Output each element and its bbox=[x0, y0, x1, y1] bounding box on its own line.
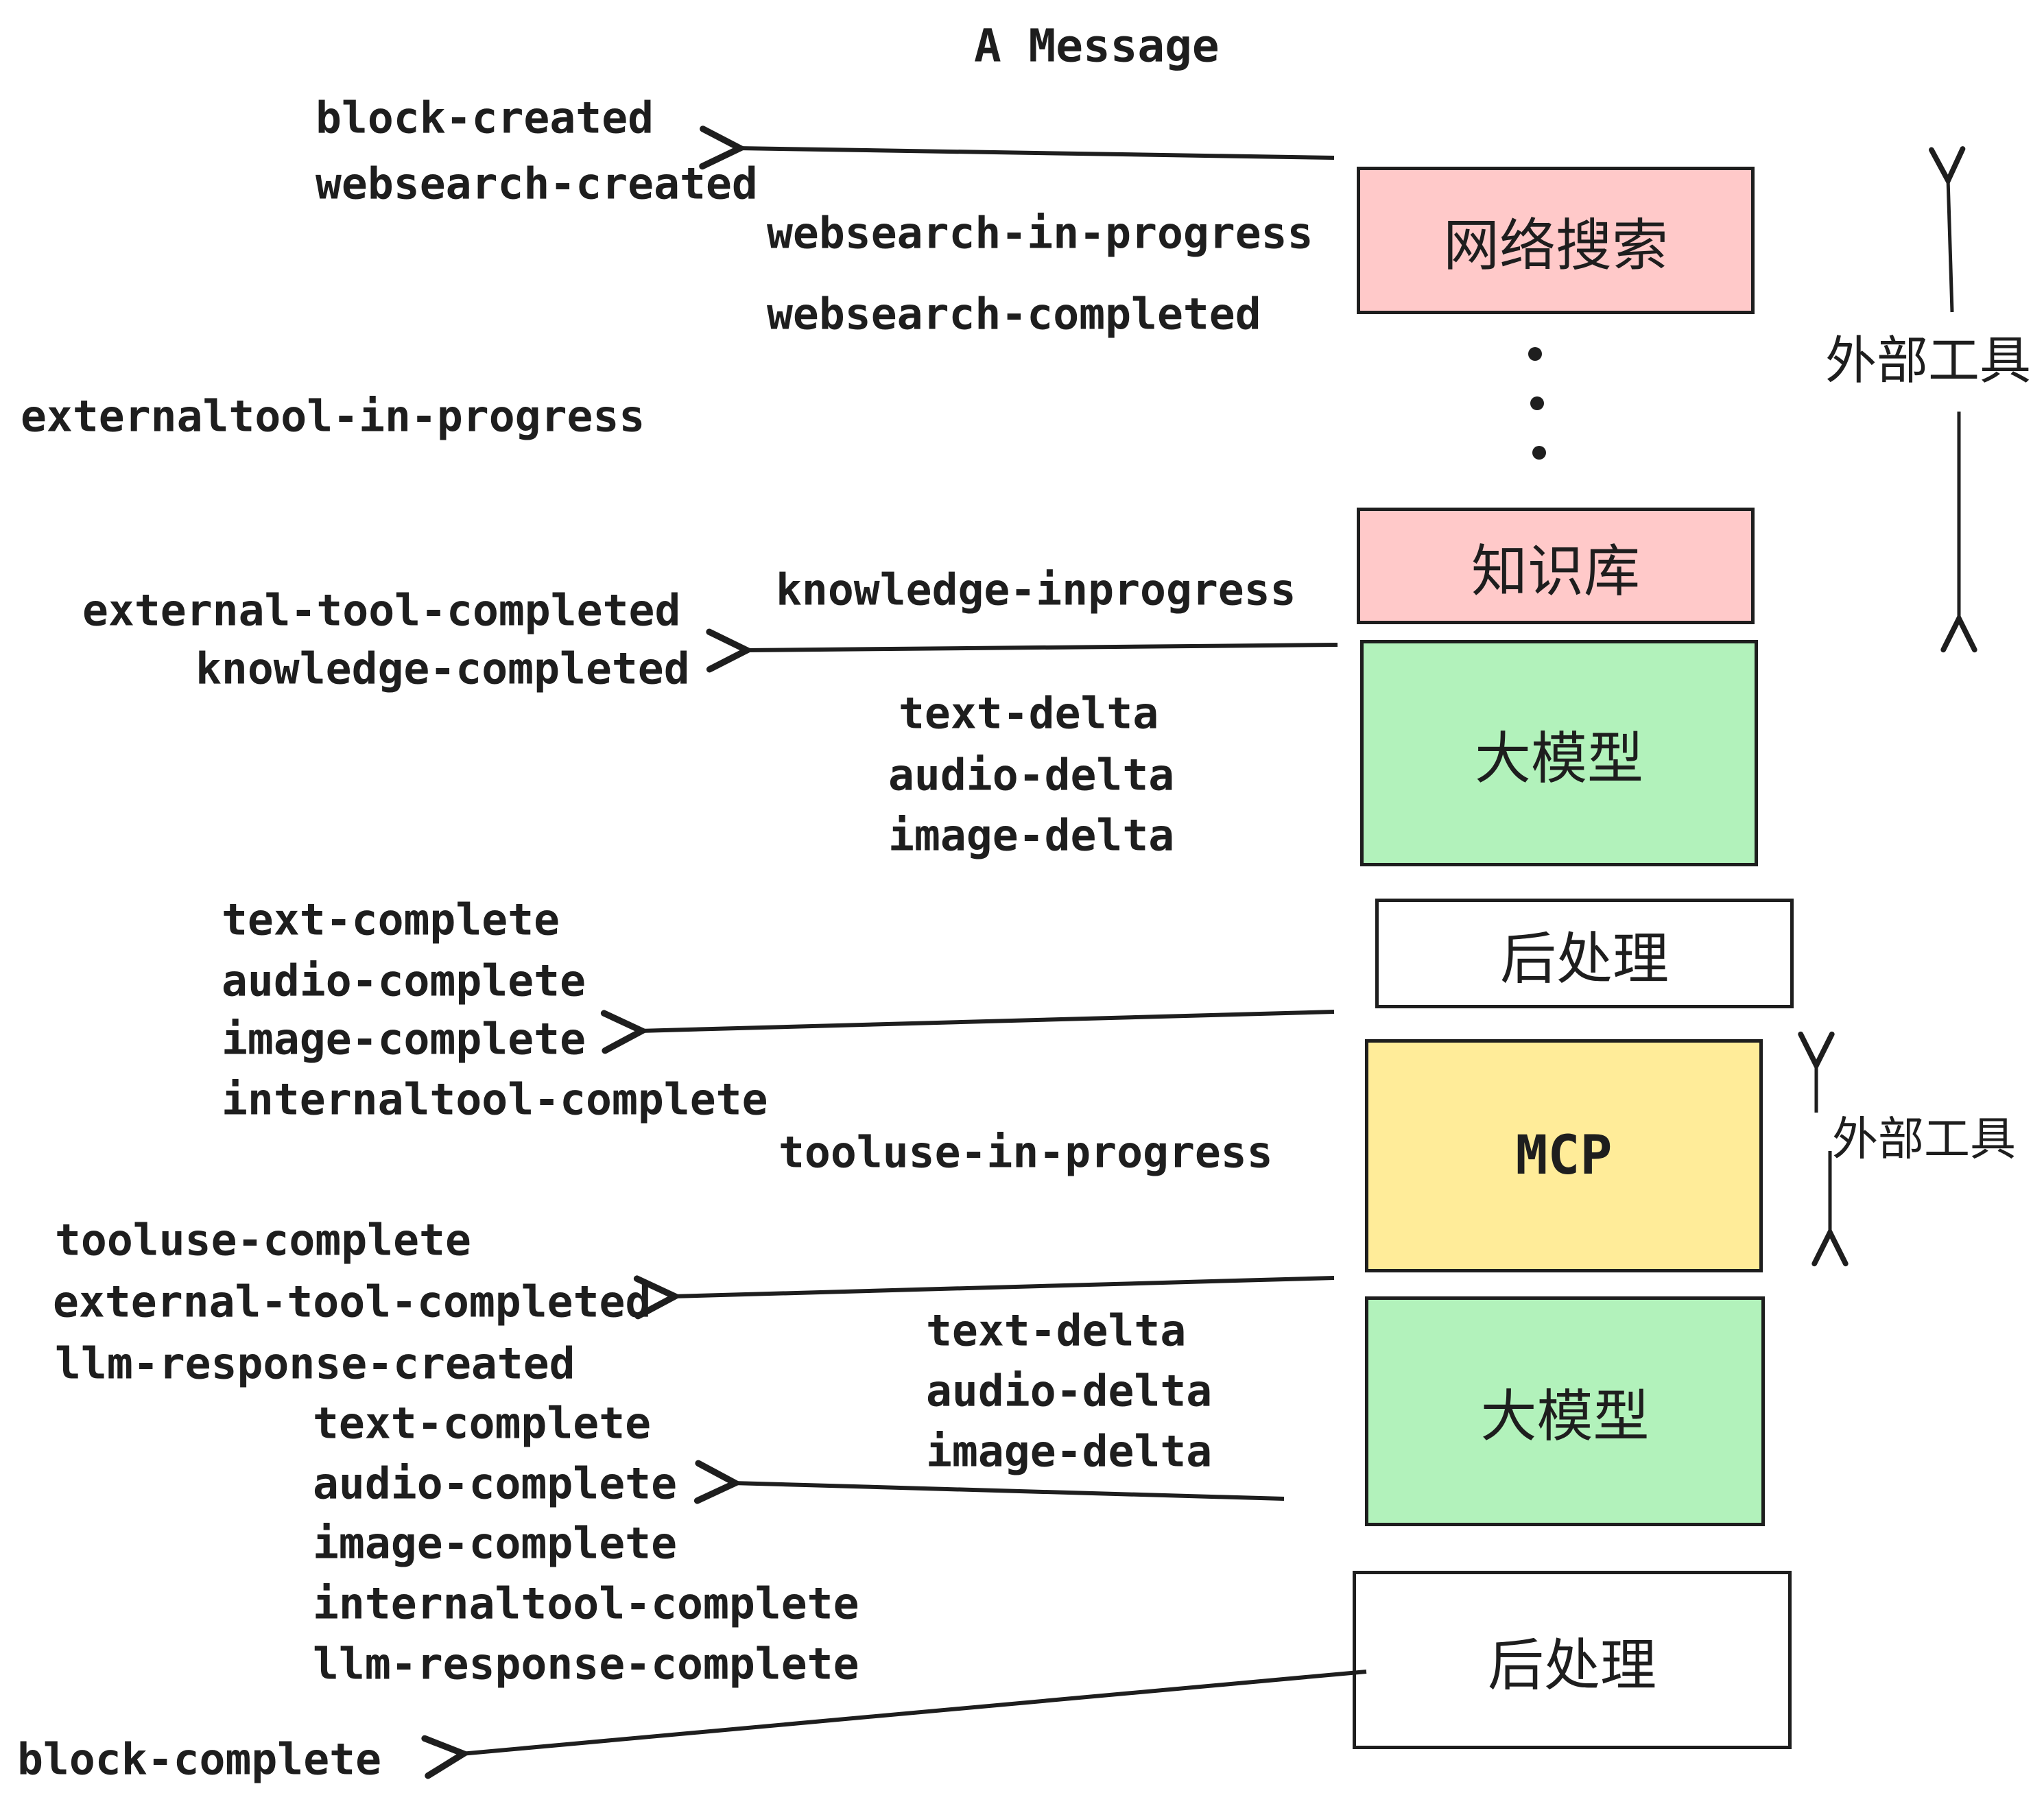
event-label-audio-delta-1: audio-delta bbox=[888, 750, 1175, 800]
box-llm-1-label: 大模型 bbox=[1474, 726, 1643, 792]
box-knowledge-base: 知识库 bbox=[1357, 508, 1755, 624]
event-label-image-delta-1: image-delta bbox=[888, 810, 1175, 861]
box-websearch-label: 网络搜索 bbox=[1442, 213, 1668, 278]
event-label-tooluse-complete: tooluse-complete bbox=[55, 1215, 471, 1266]
arrow-audio-complete bbox=[693, 1460, 1285, 1504]
event-label-audio-complete-2: audio-complete bbox=[313, 1458, 678, 1509]
box-mcp: MCP bbox=[1365, 1039, 1763, 1272]
event-label-text-complete-2: text-complete bbox=[313, 1398, 652, 1449]
box-postprocess-1-label: 后处理 bbox=[1499, 926, 1669, 992]
external-tools-label-1: 外部工具 bbox=[1825, 330, 2032, 391]
box-llm-1: 大模型 bbox=[1360, 640, 1758, 866]
event-label-tooluse-in-progress: tooluse-in-progress bbox=[779, 1127, 1273, 1178]
box-llm-2-label: 大模型 bbox=[1480, 1384, 1650, 1449]
box-llm-2: 大模型 bbox=[1365, 1296, 1765, 1526]
event-label-llm-response-complete: llm-response-complete bbox=[313, 1639, 859, 1689]
event-label-llm-response-created: llm-response-created bbox=[55, 1338, 575, 1389]
event-label-websearch-in-progress: websearch-in-progress bbox=[767, 208, 1314, 259]
event-label-text-complete-1: text-complete bbox=[222, 894, 560, 945]
event-label-audio-delta-2: audio-delta bbox=[926, 1366, 1213, 1416]
event-label-block-created: block-created bbox=[316, 93, 654, 143]
event-label-image-complete-2: image-complete bbox=[313, 1518, 678, 1569]
arrow-image-complete bbox=[600, 1010, 1335, 1054]
event-label-text-delta-2: text-delta bbox=[926, 1305, 1187, 1356]
box-postprocess-2: 后处理 bbox=[1353, 1571, 1792, 1749]
box-postprocess-2-label: 后处理 bbox=[1487, 1633, 1656, 1698]
box-mcp-label: MCP bbox=[1515, 1125, 1613, 1187]
arrow-external-tools-up-1 bbox=[1929, 146, 1966, 313]
box-websearch: 网络搜索 bbox=[1357, 167, 1755, 314]
box-knowledge-base-label: 知识库 bbox=[1471, 538, 1640, 604]
event-label-knowledge-completed: knowledge-completed bbox=[195, 643, 690, 694]
external-tools-label-2: 外部工具 bbox=[1832, 1112, 2016, 1166]
ellipsis-dots bbox=[1528, 347, 1546, 460]
event-label-block-complete: block-complete bbox=[17, 1734, 382, 1785]
event-label-audio-complete-1: audio-complete bbox=[222, 956, 586, 1006]
arrow-block-created bbox=[699, 126, 1335, 170]
event-label-websearch-created: websearch-created bbox=[316, 158, 758, 209]
event-label-externaltool-in-progress: externaltool-in-progress bbox=[21, 391, 645, 442]
event-label-external-tool-completed-2: external-tool-completed bbox=[53, 1277, 652, 1327]
event-label-websearch-completed: websearch-completed bbox=[767, 289, 1261, 340]
event-label-external-tool-completed-1: external-tool-completed bbox=[82, 585, 681, 636]
event-label-image-delta-2: image-delta bbox=[926, 1426, 1213, 1477]
event-label-text-delta-1: text-delta bbox=[899, 688, 1159, 739]
arrow-tooluse-complete bbox=[633, 1275, 1335, 1320]
event-label-image-complete-1: image-complete bbox=[222, 1014, 586, 1065]
event-label-internaltool-complete-2: internaltool-complete bbox=[313, 1578, 859, 1629]
event-label-knowledge-inprogress: knowledge-inprogress bbox=[776, 565, 1296, 615]
arrow-knowledge-completed bbox=[706, 628, 1338, 673]
event-label-internaltool-complete-1: internaltool-complete bbox=[222, 1074, 768, 1125]
page-title: A Message bbox=[974, 19, 1220, 73]
box-postprocess-1: 后处理 bbox=[1375, 899, 1794, 1008]
